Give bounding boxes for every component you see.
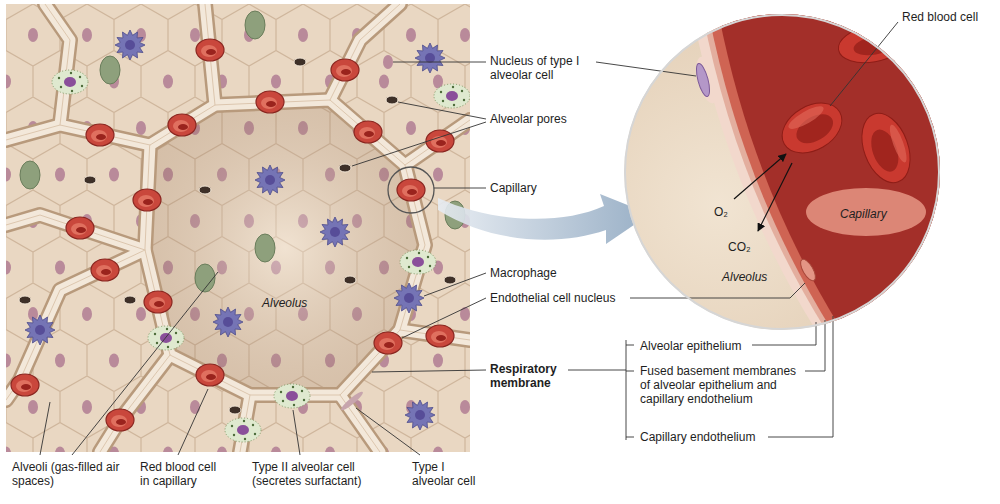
zoom-label: Alveolus: [722, 270, 767, 284]
zoom-label: O₂: [714, 205, 728, 219]
lumen-highlight: [806, 188, 926, 236]
part-label: Fused basement membranes of alveolar epi…: [640, 364, 800, 406]
capillary-lumen: [716, 0, 960, 340]
type2-cells: [52, 70, 470, 442]
leader-lines: [40, 22, 898, 455]
macrophages: [25, 30, 445, 430]
part-label: Nucleus of type I alveolar cell: [490, 54, 615, 82]
part-label: Red blood cell: [902, 10, 994, 24]
zoom-circle: O₂ CO₂ Alveolus Capillary: [624, 14, 940, 330]
alveoli-illustration: [6, 4, 470, 452]
basement-membrane: [700, 0, 960, 340]
part-label: Macrophage: [490, 266, 590, 280]
capillary-endothelium: [706, 0, 960, 340]
zoom-label: CO₂: [728, 240, 751, 254]
part-label: Capillary: [490, 181, 590, 195]
red-blood-cell: [773, 93, 850, 163]
red-blood-cell: [853, 107, 919, 190]
part-label: Endothelial cell nucleus: [490, 291, 625, 305]
capillaries: [11, 39, 454, 431]
alveolar-epithelium: [690, 0, 960, 340]
type1-nucleus-zoom: [694, 62, 712, 97]
red-blood-cell: [835, 20, 908, 67]
endothelial-nucleus: [798, 257, 819, 283]
flat-cells: [20, 11, 465, 292]
part-label: Alveolar pores: [490, 112, 620, 126]
type1-cell: [339, 390, 364, 413]
alveolar-floor: [6, 4, 470, 452]
part-label: Type II alveolar cell (secretes surfacta…: [252, 460, 377, 488]
part-label: Red blood cell in capillary: [140, 460, 225, 488]
zoom-label: Capillary: [840, 207, 887, 221]
zoom-illustration: [624, 0, 960, 340]
type1-nucleus: [383, 55, 393, 69]
part-label: Type I alveolar cell: [412, 460, 487, 488]
callout-circle: [388, 167, 434, 213]
alveolar-walls: [6, 4, 470, 452]
part-label: Capillary endothelium: [640, 430, 790, 444]
part-label: Alveoli (gas-filled air spaces): [12, 460, 127, 488]
part-label: Respiratory membrane: [490, 362, 590, 390]
central-alveolus: [145, 100, 425, 395]
alveolar-pores: [19, 58, 456, 414]
gas-exchange-arrows: [734, 154, 792, 231]
magnify-arrow: [438, 194, 650, 244]
part-label: Alveolus: [262, 296, 342, 310]
part-label: Alveolar epithelium: [640, 339, 790, 353]
